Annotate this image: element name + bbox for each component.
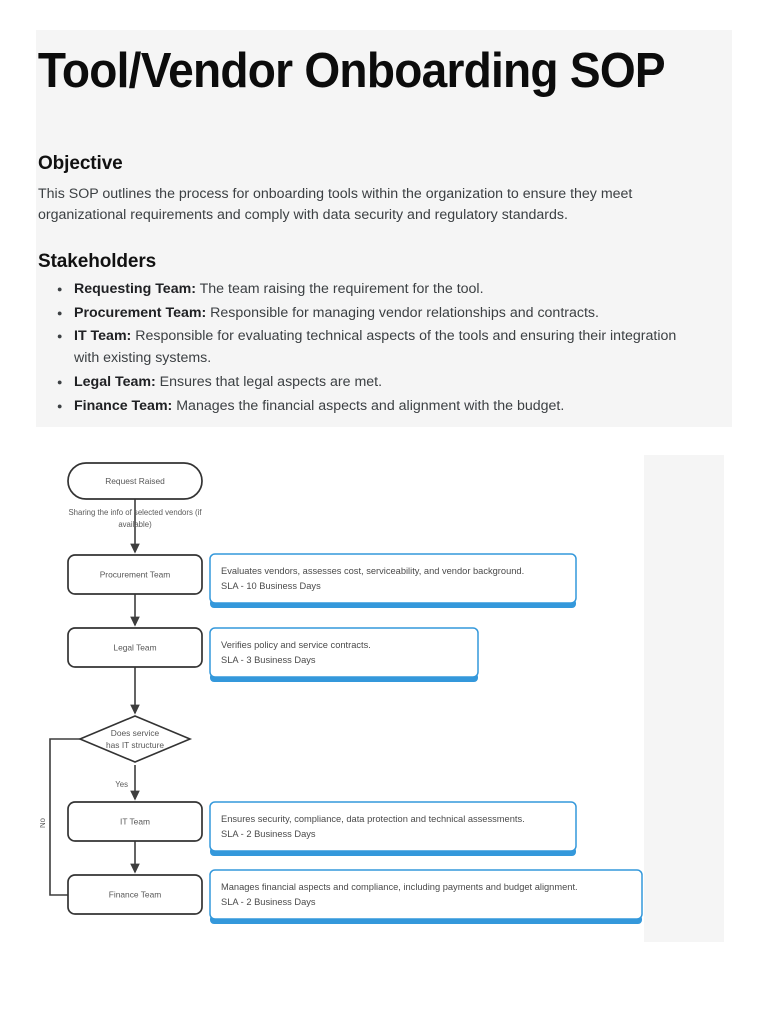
callout-it: Ensures security, compliance, data prote… bbox=[209, 801, 577, 856]
list-item: Legal Team: Ensures that legal aspects a… bbox=[57, 372, 702, 396]
node-legal-team[interactable]: Legal Team bbox=[67, 627, 203, 668]
node-procurement-team-label: Procurement Team bbox=[100, 570, 171, 580]
callout-legal: Verifies policy and service contracts. S… bbox=[209, 627, 479, 682]
callout-finance-box bbox=[209, 869, 643, 920]
callout-finance: Manages financial aspects and compliance… bbox=[209, 869, 643, 924]
list-item: Finance Team: Manages the financial aspe… bbox=[57, 396, 702, 420]
stakeholder-description: Responsible for managing vendor relation… bbox=[206, 304, 599, 321]
flowchart-callouts: Evaluates vendors, assesses cost, servic… bbox=[209, 553, 643, 924]
node-decision-has-it-structure[interactable]: Does service has IT structure bbox=[77, 715, 193, 763]
stakeholder-role: Legal Team: bbox=[74, 373, 156, 390]
callout-it-line1: Ensures security, compliance, data prote… bbox=[221, 814, 525, 824]
callout-procurement-line2: SLA - 10 Business Days bbox=[221, 581, 321, 591]
document-content-panel: Tool/Vendor Onboarding SOP Objective Thi… bbox=[36, 30, 732, 428]
callout-it-line2: SLA - 2 Business Days bbox=[221, 829, 316, 839]
flowchart-canvas: Sharing the info of selected vendors (if… bbox=[40, 455, 644, 942]
stakeholder-description: The team raising the requirement for the… bbox=[195, 281, 484, 298]
callout-procurement-box bbox=[209, 553, 577, 604]
list-item: IT Team: Responsible for evaluating tech… bbox=[57, 326, 702, 371]
objective-paragraph: This SOP outlines the process for onboar… bbox=[38, 185, 633, 224]
callout-procurement: Evaluates vendors, assesses cost, servic… bbox=[209, 553, 577, 608]
node-request-raised-shape bbox=[67, 462, 203, 500]
node-it-team[interactable]: IT Team bbox=[67, 801, 203, 842]
node-decision-shape bbox=[77, 715, 193, 763]
node-finance-team[interactable]: Finance Team bbox=[67, 874, 203, 915]
node-finance-team-label: Finance Team bbox=[109, 890, 161, 900]
node-finance-team-shape bbox=[67, 874, 203, 915]
flowchart-panel: Sharing the info of selected vendors (if… bbox=[40, 455, 724, 942]
edge-label-sharing-info-line2: available) bbox=[118, 520, 152, 529]
list-item: Procurement Team: Responsible for managi… bbox=[57, 303, 702, 327]
node-decision-label-line2: has IT structure bbox=[106, 740, 164, 750]
node-it-team-label: IT Team bbox=[120, 817, 150, 827]
page-title: Tool/Vendor Onboarding SOP bbox=[37, 44, 666, 98]
callout-legal-line2: SLA - 3 Business Days bbox=[221, 655, 316, 665]
callout-procurement-line1: Evaluates vendors, assesses cost, servic… bbox=[221, 566, 524, 576]
flowchart-nodes: Request Raised Procurement Team Legal Te… bbox=[67, 462, 203, 915]
node-legal-team-shape bbox=[67, 627, 203, 668]
stakeholders-list: Requesting Team: The team raising the re… bbox=[36, 273, 732, 419]
node-it-team-shape bbox=[67, 801, 203, 842]
flowchart-edge-labels: Sharing the info of selected vendors (if… bbox=[40, 508, 202, 828]
callout-finance-line1: Manages financial aspects and compliance… bbox=[221, 882, 578, 892]
callout-finance-line2: SLA - 2 Business Days bbox=[221, 897, 316, 907]
stakeholder-role: Requesting Team: bbox=[74, 281, 196, 298]
edge-label-yes: Yes bbox=[115, 780, 128, 789]
node-procurement-team-shape bbox=[67, 554, 203, 595]
stakeholder-description: Ensures that legal aspects are met. bbox=[155, 373, 383, 390]
node-request-raised[interactable]: Request Raised bbox=[67, 462, 203, 500]
title-spacer bbox=[36, 99, 732, 153]
stakeholder-role: Procurement Team: bbox=[74, 304, 207, 321]
node-request-raised-label: Request Raised bbox=[105, 476, 165, 486]
stakeholder-description: Manages the financial aspects and alignm… bbox=[172, 397, 565, 414]
list-item: Requesting Team: The team raising the re… bbox=[57, 279, 702, 303]
objective-spacer bbox=[36, 227, 732, 251]
objective-heading: Objective bbox=[38, 152, 123, 174]
node-legal-team-label: Legal Team bbox=[113, 643, 156, 653]
edge-label-sharing-info-line1: Sharing the info of selected vendors (if bbox=[68, 508, 202, 517]
node-procurement-team[interactable]: Procurement Team bbox=[67, 554, 203, 595]
callout-legal-box bbox=[209, 627, 479, 678]
stakeholder-role: Finance Team: bbox=[74, 397, 173, 414]
flowchart-svg: Sharing the info of selected vendors (if… bbox=[40, 462, 643, 924]
stakeholders-heading: Stakeholders bbox=[38, 251, 157, 273]
stakeholder-role: IT Team: bbox=[74, 328, 132, 345]
node-decision-label-line1: Does service bbox=[111, 728, 160, 738]
callout-it-box bbox=[209, 801, 577, 852]
edge-label-no: No bbox=[40, 817, 47, 828]
stakeholder-description: Responsible for evaluating technical asp… bbox=[74, 328, 677, 367]
callout-legal-line1: Verifies policy and service contracts. bbox=[221, 640, 371, 650]
